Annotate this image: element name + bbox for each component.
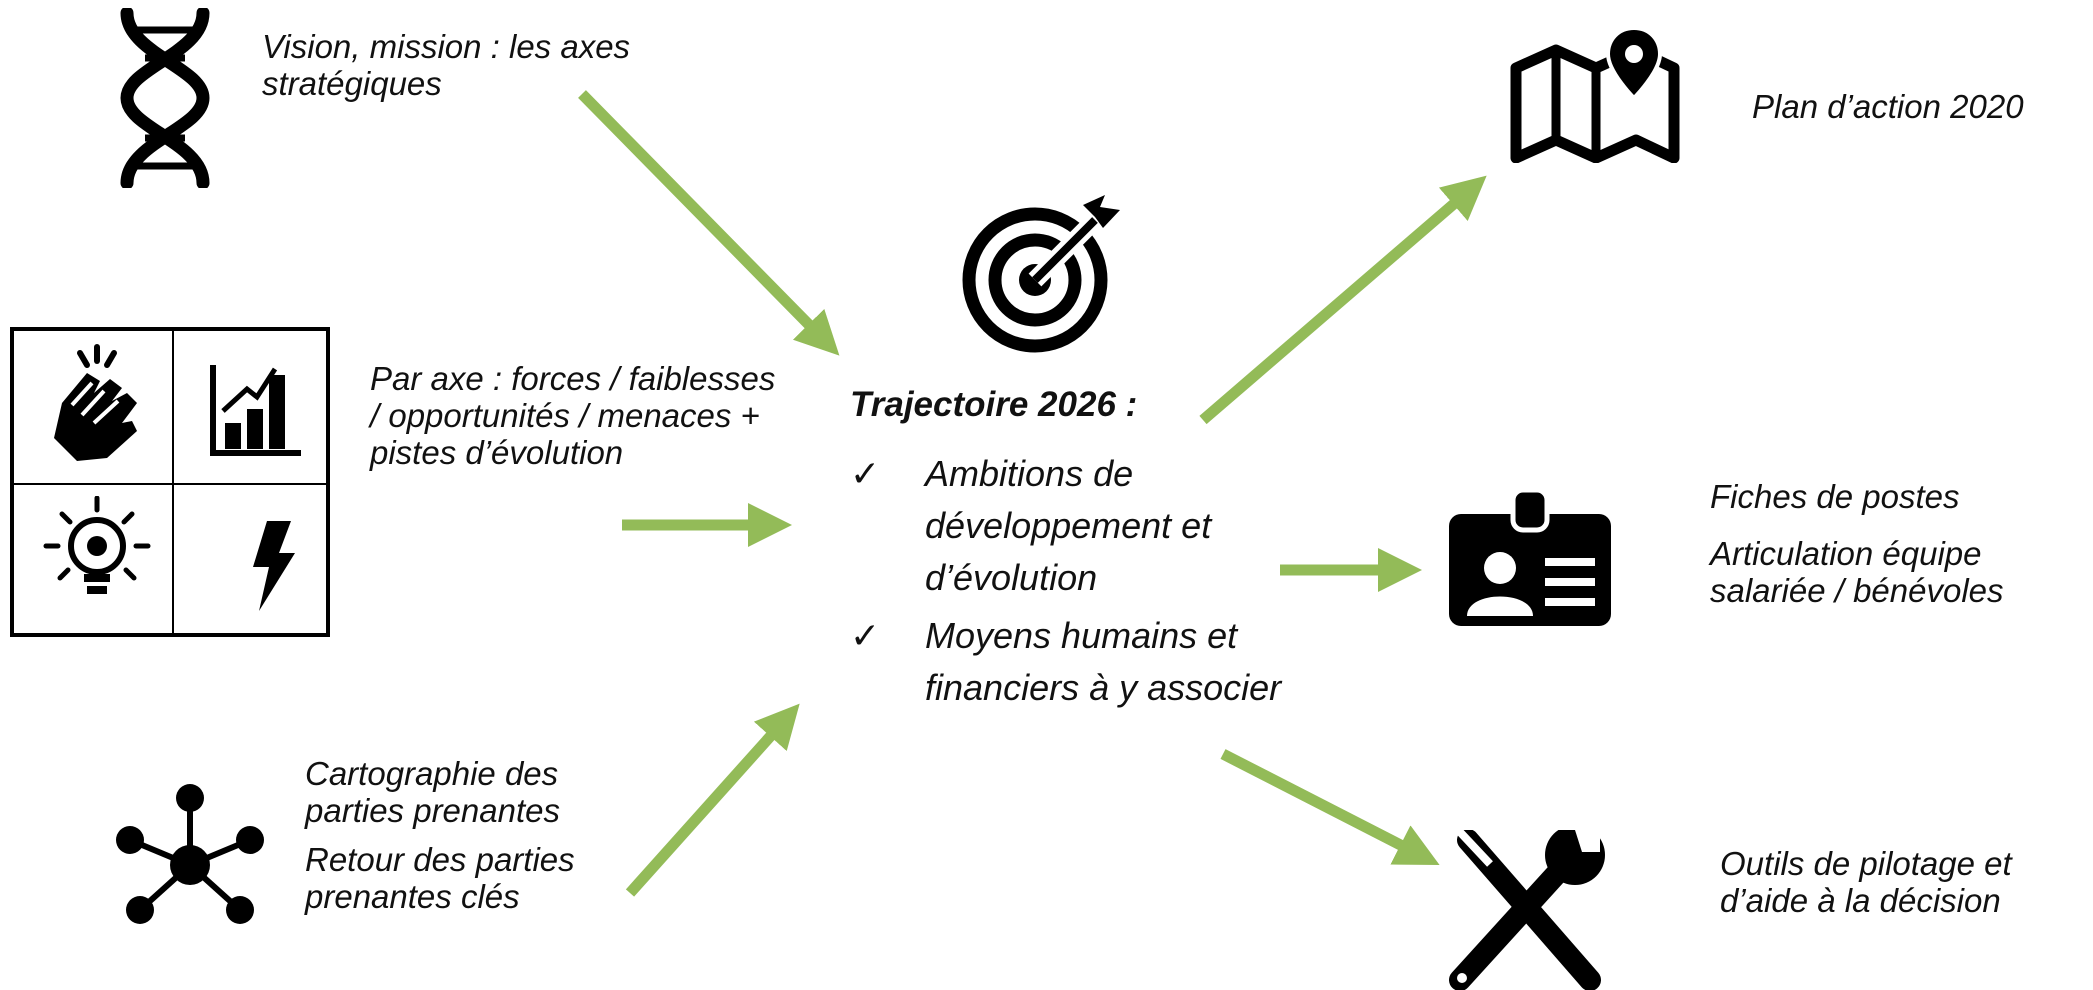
check-icon: ✓ xyxy=(850,615,881,656)
lightbulb-icon xyxy=(43,496,151,594)
dna-icon xyxy=(120,8,210,188)
center-item-2-label: Moyens humains et financiers à y associe… xyxy=(925,615,1282,708)
fiches-line: Fiches de postes xyxy=(1710,478,1960,515)
arrow-stakeholders-to-center xyxy=(625,703,800,897)
clapping-hands-icon xyxy=(54,344,137,461)
arrow-center-to-outils xyxy=(1220,749,1440,866)
arrow-center-to-plan xyxy=(1199,175,1487,425)
articulation-line: Articulation équipe salariée / bénévoles xyxy=(1710,535,2004,609)
center-item-1-label: Ambitions de développement et d’évolutio… xyxy=(925,453,1212,598)
swot-text: Par axe : forces / faiblesses / opportun… xyxy=(370,360,776,471)
stakeholders-text: Cartographie des parties prenantes Retou… xyxy=(305,755,625,915)
tools-icon xyxy=(1449,830,1605,990)
check-icon: ✓ xyxy=(850,453,881,494)
stakeholders-line-2: Retour des parties prenantes clés xyxy=(305,841,575,915)
network-icon xyxy=(116,784,264,924)
bar-chart-icon xyxy=(210,365,301,456)
stakeholders-line-1: Cartographie des parties prenantes xyxy=(305,755,560,829)
fiches-text: Fiches de postes Articulation équipe sal… xyxy=(1710,478,2090,609)
center-title: Trajectoire 2026 : xyxy=(850,385,1138,424)
id-badge-icon xyxy=(1449,490,1611,626)
plan-text: Plan d’action 2020 xyxy=(1752,88,2024,125)
outils-text: Outils de pilotage et d’aide à la décisi… xyxy=(1720,845,2012,919)
lightning-icon xyxy=(253,521,295,611)
swot-grid xyxy=(10,327,330,637)
map-pin-icon xyxy=(1510,28,1680,163)
arrow-vision-to-center xyxy=(578,90,840,356)
target-icon xyxy=(962,195,1120,353)
vision-text: Vision, mission : les axes stratégiques xyxy=(262,28,631,102)
